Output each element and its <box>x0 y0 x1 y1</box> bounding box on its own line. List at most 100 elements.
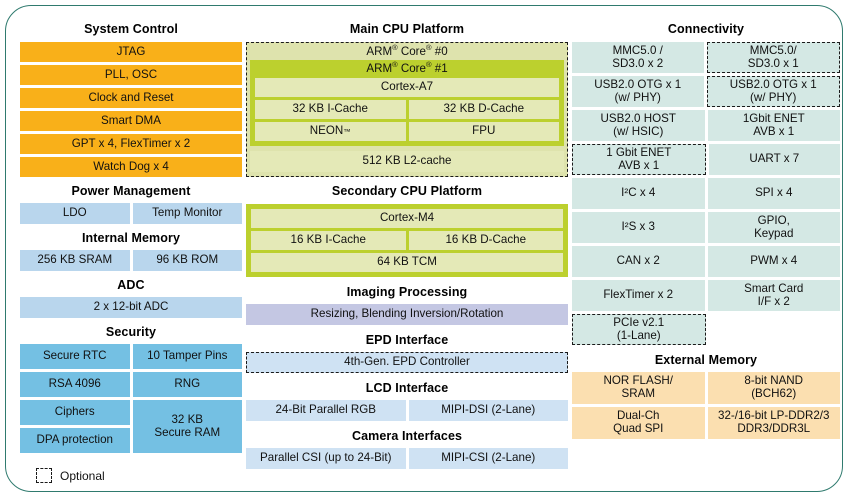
block-cortex-m4[interactable]: Cortex-M4 <box>251 209 563 228</box>
block-8-bit-nand-bch62[interactable]: 8-bit NAND (BCH62) <box>707 372 840 404</box>
label-arm-core-1: ARM® Core® #1 <box>366 60 448 75</box>
section-title-internal-memory: Internal Memory <box>81 231 181 245</box>
block-gpt-flextimer[interactable]: GPT x 4, FlexTimer x 2 <box>20 134 242 154</box>
section-title-secondary-cpu-platform: Secondary CPU Platform <box>331 184 483 198</box>
block-watch-dog[interactable]: Watch Dog x 4 <box>20 157 242 177</box>
block-epd-controller-optional[interactable]: 4th-Gen. EPD Controller <box>246 352 568 373</box>
section-title-adc: ADC <box>117 278 145 292</box>
block-1gbit-enet-avb-x-1[interactable]: 1Gbit ENET AVB x 1 <box>707 110 840 141</box>
block-temp-monitor[interactable]: Temp Monitor <box>132 203 242 224</box>
block-1-gbit-enet-avb-x-1-optional[interactable]: 1 Gbit ENET AVB x 1 <box>572 144 706 175</box>
block-cortex-a7[interactable]: Cortex-A7 <box>255 78 559 97</box>
section-title-security: Security <box>105 325 157 339</box>
block-a7-dcache[interactable]: 32 KB D-Cache <box>408 100 559 119</box>
group-system-control: JTAG PLL, OSC Clock and Reset Smart DMA … <box>20 42 242 177</box>
group-lcd: 24-Bit Parallel RGB MIPI-DSI (2-Lane) <box>246 400 568 421</box>
section-title-power-management: Power Management <box>71 184 191 198</box>
block-m4-dcache[interactable]: 16 KB D-Cache <box>408 231 563 250</box>
block-sram[interactable]: 256 KB SRAM <box>20 250 130 271</box>
block-secure-ram[interactable]: 32 KB Secure RAM <box>132 400 242 453</box>
block-mipi-dsi[interactable]: MIPI-DSI (2-Lane) <box>408 400 568 421</box>
legend-optional: Optional <box>36 468 105 483</box>
section-title-camera-interfaces: Camera Interfaces <box>351 429 463 443</box>
block-ciphers[interactable]: Ciphers <box>20 400 130 425</box>
block-clock-and-reset[interactable]: Clock and Reset <box>20 88 242 108</box>
block-32-16-bit-lp-ddr2-3-ddr3-ddr3l[interactable]: 32-/16-bit LP-DDR2/3 DDR3/DDR3L <box>707 407 840 439</box>
connectivity-empty-slot <box>709 314 841 345</box>
section-title-external-memory: External Memory <box>654 353 758 367</box>
block-mmc5-0-sd3-0-x-2[interactable]: MMC5.0 / SD3.0 x 2 <box>572 42 704 73</box>
block-usb2-0-otg-x-1-w-phy[interactable]: USB2.0 OTG x 1 (w/ PHY) <box>572 76 704 107</box>
block-usb2-0-otg-x-1-w-phy-optional[interactable]: USB2.0 OTG x 1 (w/ PHY) <box>706 76 840 107</box>
block-tcm[interactable]: 64 KB TCM <box>251 253 563 272</box>
block-parallel-rgb[interactable]: 24-Bit Parallel RGB <box>246 400 406 421</box>
legend-label: Optional <box>60 468 105 483</box>
block-pcie-v2-1-1-lane-optional[interactable]: PCIe v2.1 (1-Lane) <box>572 314 706 345</box>
block-ldo[interactable]: LDO <box>20 203 130 224</box>
section-title-epd-interface: EPD Interface <box>365 333 449 347</box>
section-title-main-cpu-platform: Main CPU Platform <box>349 22 465 36</box>
block-dpa-protection[interactable]: DPA protection <box>20 428 130 453</box>
block-parallel-csi[interactable]: Parallel CSI (up to 24-Bit) <box>246 448 406 469</box>
group-security: Secure RTC RSA 4096 Ciphers DPA protecti… <box>20 344 242 453</box>
block-uart-x-7[interactable]: UART x 7 <box>708 144 840 175</box>
chip-block-diagram: System Control JTAG PLL, OSC Clock and R… <box>5 5 843 492</box>
block-mmc5-0-sd3-0-x-1-optional[interactable]: MMC5.0/ SD3.0 x 1 <box>706 42 840 73</box>
block-can-x-2[interactable]: CAN x 2 <box>572 246 705 277</box>
block-dual-ch-quad-spi[interactable]: Dual-Ch Quad SPI <box>572 407 705 439</box>
block-ic-x-4[interactable]: I²C x 4 <box>572 178 705 209</box>
group-epd: 4th-Gen. EPD Controller <box>246 352 568 373</box>
label-arm-core-0: ARM® Core® #0 <box>366 43 448 58</box>
block-rsa-4096[interactable]: RSA 4096 <box>20 372 130 397</box>
section-title-imaging-processing: Imaging Processing <box>346 285 468 299</box>
block-a7-icache[interactable]: 32 KB I-Cache <box>255 100 406 119</box>
connectivity-row: PCIe v2.1 (1-Lane) <box>572 314 840 345</box>
section-title-connectivity: Connectivity <box>667 22 745 36</box>
section-title-lcd-interface: LCD Interface <box>365 381 449 395</box>
block-nor-flash-sram[interactable]: NOR FLASH/ SRAM <box>572 372 705 404</box>
block-flextimer-x-2[interactable]: FlexTimer x 2 <box>572 280 705 311</box>
block-spi-x-4[interactable]: SPI x 4 <box>707 178 840 209</box>
block-is-x-3[interactable]: I²S x 3 <box>572 212 705 243</box>
block-mipi-csi[interactable]: MIPI-CSI (2-Lane) <box>408 448 568 469</box>
block-imaging-functions[interactable]: Resizing, Blending Inversion/Rotation <box>246 304 568 325</box>
block-smart-dma[interactable]: Smart DMA <box>20 111 242 131</box>
middle-column: Main CPU Platform ARM® Core® #0 ARM® Cor… <box>246 6 568 469</box>
block-tamper-pins[interactable]: 10 Tamper Pins <box>132 344 242 369</box>
group-secondary-cpu: Cortex-M4 16 KB I-Cache 16 KB D-Cache 64… <box>246 204 568 277</box>
dashed-square-icon <box>36 468 52 483</box>
block-arm-core-1[interactable]: ARM® Core® #1 Cortex-A7 32 KB I-Cache 32… <box>250 60 564 146</box>
block-arm-core-0-optional[interactable]: ARM® Core® #0 ARM® Core® #1 Cortex-A7 32… <box>246 42 568 177</box>
left-column: System Control JTAG PLL, OSC Clock and R… <box>20 6 242 453</box>
group-power-management: LDO Temp Monitor <box>20 203 242 224</box>
block-adc[interactable]: 2 x 12-bit ADC <box>20 297 242 318</box>
group-internal-memory: 256 KB SRAM 96 KB ROM <box>20 250 242 271</box>
block-gpio-keypad[interactable]: GPIO, Keypad <box>707 212 840 243</box>
block-pll-osc[interactable]: PLL, OSC <box>20 65 242 85</box>
block-smart-card-i-f-x-2[interactable]: Smart Card I/F x 2 <box>707 280 840 311</box>
block-secure-rtc[interactable]: Secure RTC <box>20 344 130 369</box>
block-rom[interactable]: 96 KB ROM <box>132 250 242 271</box>
block-usb2-0-host-w-hsic[interactable]: USB2.0 HOST (w/ HSIC) <box>572 110 705 141</box>
block-fpu[interactable]: FPU <box>408 122 559 141</box>
block-pwm-x-4[interactable]: PWM x 4 <box>707 246 840 277</box>
connectivity-row: USB2.0 OTG x 1 (w/ PHY)USB2.0 OTG x 1 (w… <box>572 76 840 107</box>
group-adc: 2 x 12-bit ADC <box>20 297 242 318</box>
block-jtag[interactable]: JTAG <box>20 42 242 62</box>
block-l2-cache[interactable]: 512 KB L2-cache <box>250 151 564 172</box>
group-imaging: Resizing, Blending Inversion/Rotation <box>246 304 568 325</box>
block-rng[interactable]: RNG <box>132 372 242 397</box>
block-m4-icache[interactable]: 16 KB I-Cache <box>251 231 406 250</box>
